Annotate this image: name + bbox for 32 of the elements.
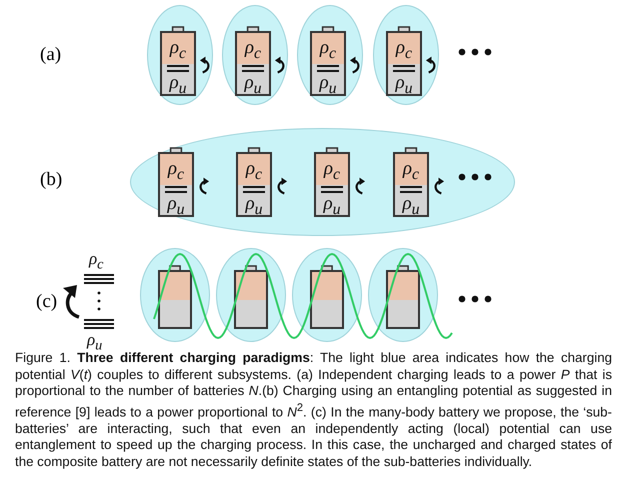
density-label: ρ$_{u}$ (400, 191, 422, 219)
density-label: ρ$_{u}$ (243, 191, 265, 219)
battery (236, 147, 272, 217)
panel-label: (b) (40, 170, 62, 190)
battery (235, 26, 271, 96)
battery (158, 265, 192, 329)
density-label: ρ$_{u}$ (317, 70, 339, 98)
density-label: ρ$_{u}$ (165, 191, 187, 219)
density-label: ρ$_{c}$ (167, 38, 189, 67)
battery (393, 147, 429, 217)
density-label: ρ$_{u}$ (242, 70, 264, 98)
battery (386, 26, 422, 96)
battery (158, 147, 194, 217)
density-label: ρ$_{c}$ (165, 159, 187, 188)
density-label: ρ$_{c}$ (393, 38, 415, 67)
battery (234, 265, 268, 329)
battery (314, 147, 350, 217)
battery (310, 265, 344, 329)
panel-label: (c) (36, 292, 58, 312)
density-label: ρ$_{c}$ (321, 159, 343, 188)
battery (160, 26, 196, 96)
density-label: ρ$_{c}$ (242, 38, 264, 67)
density-label: ρ$_{u}$ (167, 70, 189, 98)
density-label: ρ$_{u}$ (393, 70, 415, 98)
battery (310, 26, 346, 96)
density-label: ρ$_{c}$ (400, 159, 422, 188)
density-label: ρ$_{c}$ (243, 159, 265, 188)
battery (386, 265, 420, 329)
density-label: ρ$_{c}$ (89, 250, 104, 274)
density-label: ρ$_{c}$ (317, 38, 339, 67)
density-label: ρ$_{u}$ (321, 191, 343, 219)
panel-label: (a) (40, 45, 62, 65)
